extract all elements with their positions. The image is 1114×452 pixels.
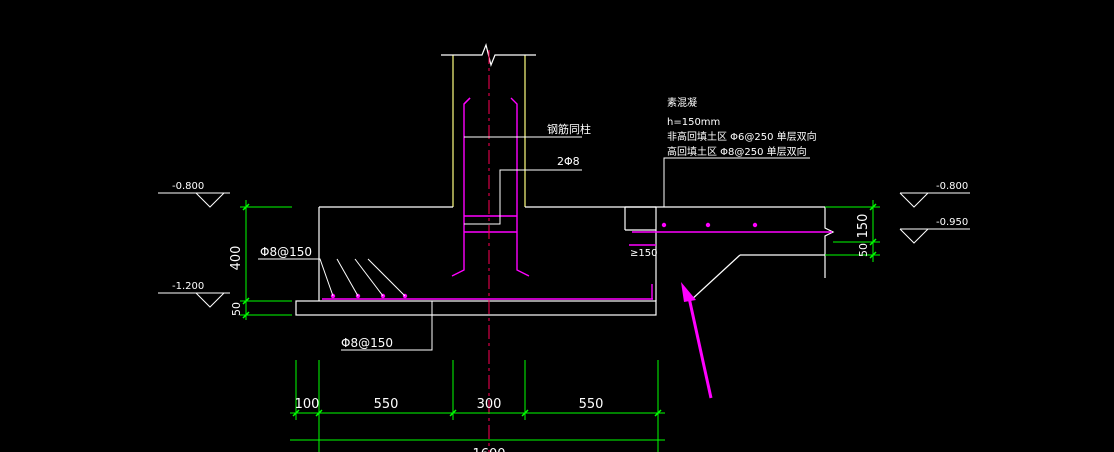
elevation-text: -0.800 -1.200 -0.800 -0.950	[172, 181, 968, 292]
slab	[624, 206, 835, 302]
elev-left-bottom: -1.200	[172, 281, 204, 292]
leaders	[258, 136, 810, 351]
elevation-markers	[158, 192, 970, 308]
annotation-arrow	[681, 282, 713, 399]
dimension-lines	[240, 200, 880, 452]
label-slab-title: 素混凝	[667, 96, 697, 109]
label-slab-note1: 非高回填土区 Φ6@250 单层双向	[667, 130, 817, 143]
dim-seg3: 300	[477, 397, 502, 412]
label-rebar-top: Φ8@150	[260, 245, 312, 259]
elev-right-top: -0.800	[936, 181, 968, 192]
dimension-ticks	[242, 203, 877, 417]
bottom-rebar	[322, 284, 653, 300]
elev-left-top: -0.800	[172, 181, 204, 192]
dim-total: 1600	[472, 447, 505, 452]
labels: 钢筋同柱 2Φ8 素混凝 h=150mm 非高回填土区 Φ6@250 单层双向 …	[260, 96, 817, 350]
dim-seg2: 550	[374, 397, 399, 412]
footing-outline	[295, 206, 657, 316]
column-rebars	[451, 97, 530, 277]
dim-footing-depth: 400	[229, 246, 244, 271]
elev-right-bottom: -0.950	[936, 217, 968, 228]
dim-seg1: 100	[295, 397, 320, 412]
slab-rebar	[629, 222, 832, 246]
label-rebar-bottom: Φ8@150	[341, 336, 393, 350]
dim-slab-cushion: 50	[857, 243, 870, 257]
label-slab-thickness: h=150mm	[667, 117, 720, 128]
dimension-text: 400 50 150 50 100 550 300 550 1600	[229, 214, 871, 452]
dim-seg4: 550	[579, 397, 604, 412]
label-stirrup: 2Φ8	[557, 155, 580, 168]
label-slab-note2: 高回填土区 Φ8@250 单层双向	[667, 145, 807, 158]
dim-cushion: 50	[230, 302, 243, 316]
label-column-rebar: 钢筋同柱	[547, 122, 591, 136]
dim-slab-thickness: 150	[856, 214, 871, 239]
label-anchor-length: ≥150	[630, 248, 657, 259]
